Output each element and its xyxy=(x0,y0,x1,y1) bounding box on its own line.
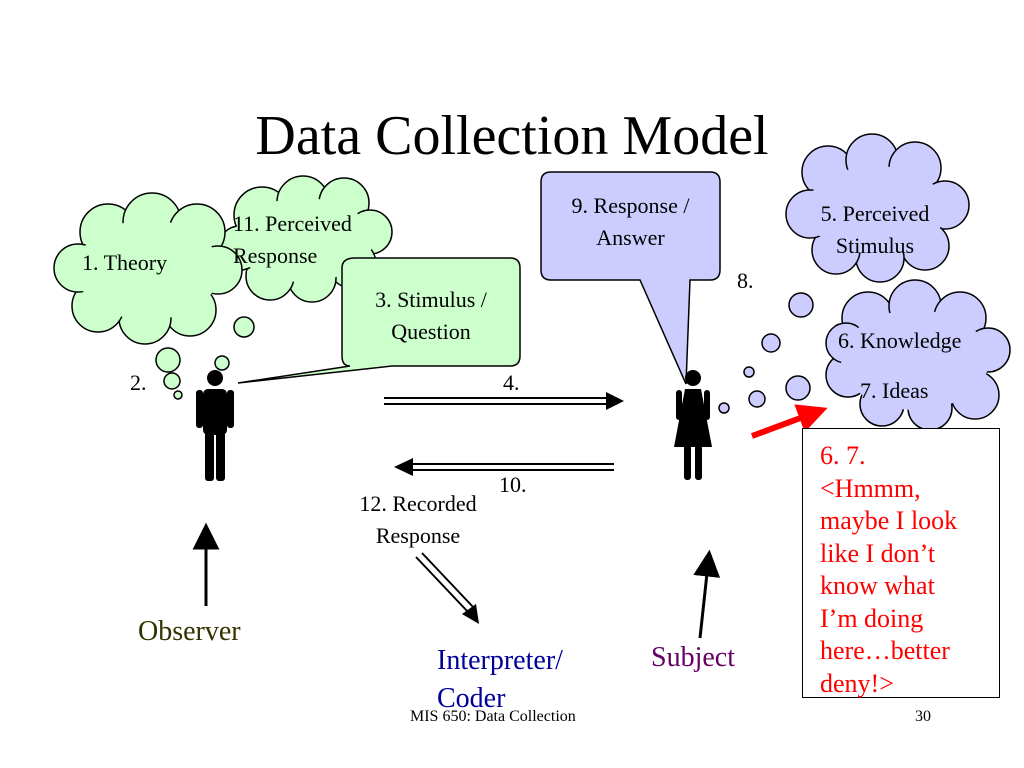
annotation-line: here…better xyxy=(820,636,950,665)
footer-page-number: 30 xyxy=(915,708,931,725)
annotation-line: maybe I look xyxy=(820,506,958,535)
step-4-label: 4. xyxy=(503,370,520,395)
knowledge-ideas-cloud xyxy=(825,279,1011,431)
step-2-label: 2. xyxy=(130,370,147,395)
stimulus-question-bubble xyxy=(237,257,521,384)
annotation-arrow xyxy=(750,404,828,439)
stimulus-question-label: 3. Stimulus / Question xyxy=(375,287,487,344)
annotation-line: 6. 7. xyxy=(820,441,866,470)
step-8-label: 8. xyxy=(737,268,754,293)
subject-thought-trail xyxy=(718,292,814,414)
subject-figure-icon xyxy=(674,370,712,480)
observer-label: Observer xyxy=(138,616,241,647)
annotation-line: I’m doing xyxy=(820,603,924,633)
observer-figure-icon xyxy=(196,370,234,481)
slide-title: Data Collection Model xyxy=(255,105,769,167)
footer-course: MIS 650: Data Collection xyxy=(410,708,576,725)
theory-label: 1. Theory xyxy=(82,250,168,275)
theory-cloud xyxy=(53,192,243,345)
annotation-line: know what xyxy=(820,571,935,600)
arrow-response-to-observer xyxy=(394,458,614,476)
ideas-label: 7. Ideas xyxy=(860,378,929,403)
perceived-stimulus-label: 5. Perceived Stimulus xyxy=(820,201,930,258)
annotation-box xyxy=(802,428,1000,698)
knowledge-label: 6. Knowledge xyxy=(838,328,962,353)
perceived-response-label: 11. Perceived Response xyxy=(233,211,352,268)
recorded-response-label: 12. Recorded Response xyxy=(359,491,477,548)
step-10-label: 10. xyxy=(499,472,527,497)
arrow-stimulus-to-subject xyxy=(384,392,624,410)
response-answer-label: 9. Response / Answer xyxy=(571,193,690,250)
annotation-line: <Hmmm, xyxy=(820,473,921,503)
annotation-text: 6. 7. <Hmmm, maybe I look like I don’t k… xyxy=(820,440,1000,700)
subject-arrow xyxy=(693,549,721,639)
response-answer-bubble xyxy=(540,171,721,385)
annotation-line: deny!> xyxy=(820,668,894,698)
interpreter-label: Interpreter/ Coder xyxy=(437,645,563,714)
perceived-stimulus-cloud xyxy=(785,133,970,283)
arrow-to-interpreter xyxy=(415,552,479,624)
annotation-line: like I don’t xyxy=(820,538,936,568)
subject-label: Subject xyxy=(651,642,735,673)
observer-thought-trail xyxy=(155,316,255,400)
